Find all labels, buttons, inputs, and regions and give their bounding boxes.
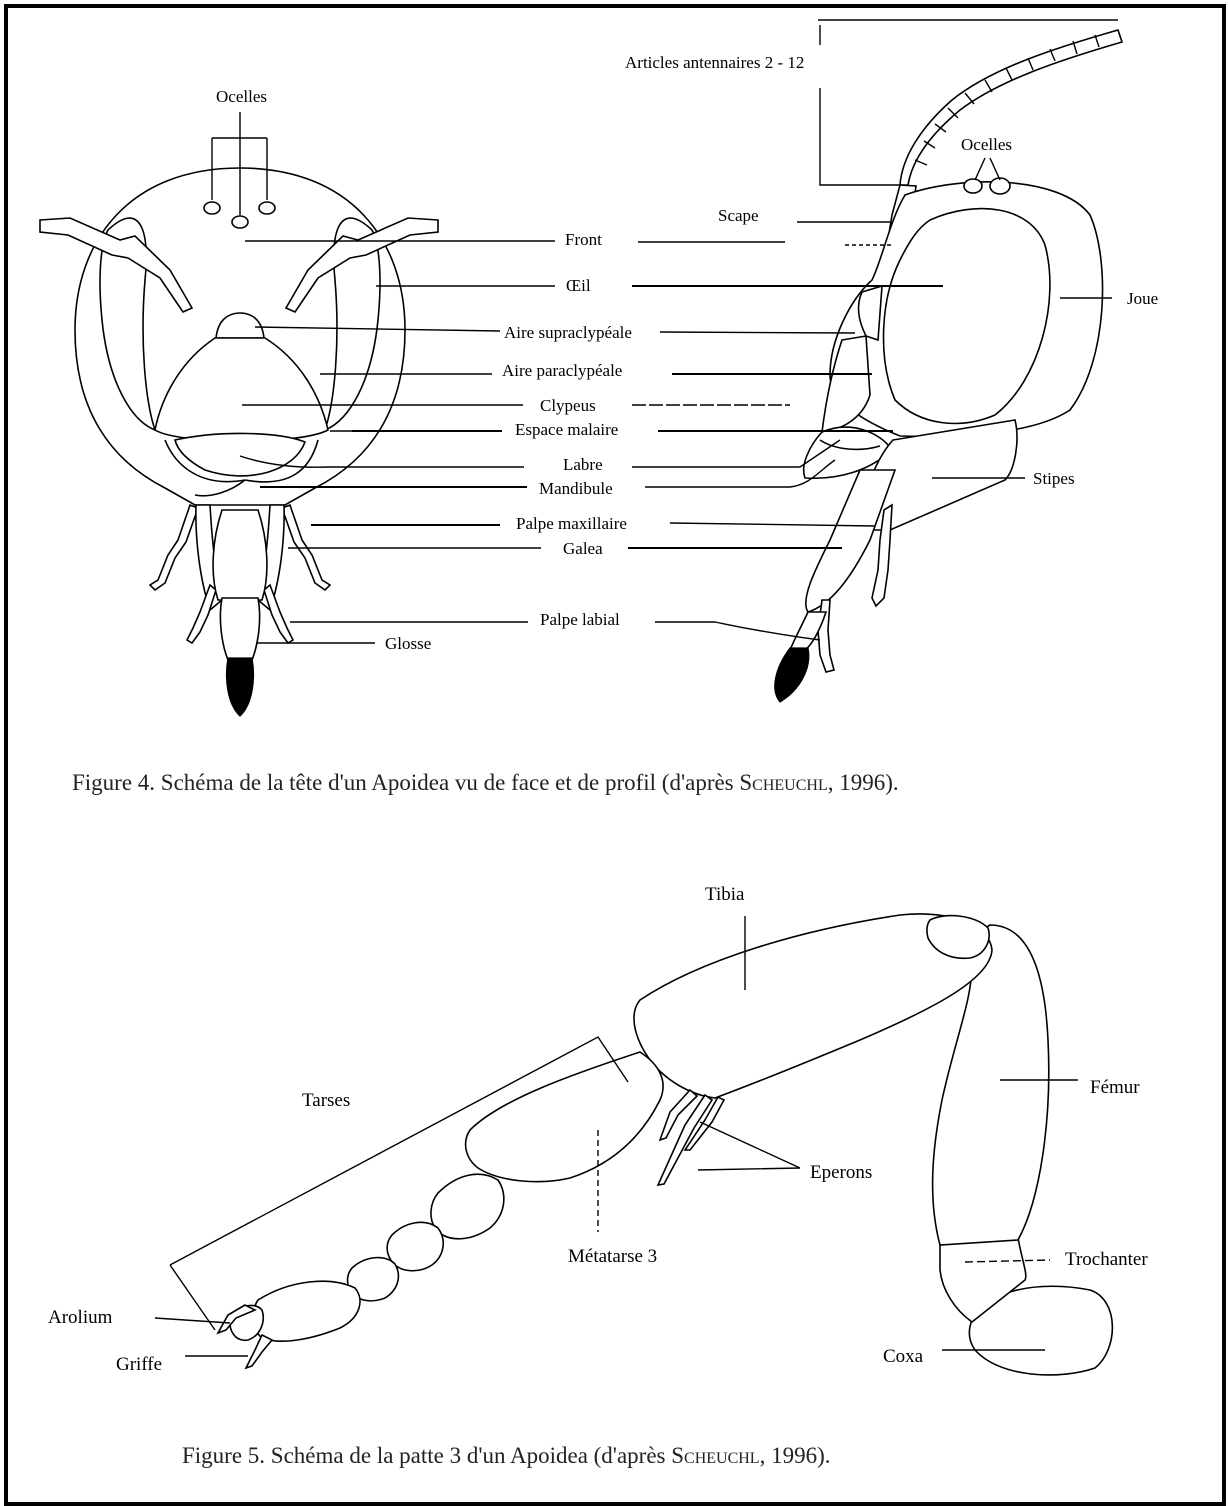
ocellus-left xyxy=(204,202,220,214)
maxillary-palp-left xyxy=(150,505,198,590)
label-ocelli-front: Ocelles xyxy=(216,87,267,106)
label-front: Front xyxy=(565,230,602,249)
caption-figure-5-tail: , 1996). xyxy=(760,1443,831,1468)
labial-palp-left xyxy=(187,585,216,643)
prementum xyxy=(213,510,267,600)
ocellus-profile-1 xyxy=(964,179,982,193)
label-mandible: Mandibule xyxy=(539,479,613,498)
head-profile-view xyxy=(775,30,1122,702)
glossa-tip-front xyxy=(227,658,254,716)
label-glossa: Glosse xyxy=(385,634,431,653)
label-spurs: Eperons xyxy=(810,1162,872,1183)
label-ocelli-profile: Ocelles xyxy=(961,135,1012,154)
label-coxa: Coxa xyxy=(883,1346,924,1367)
label-paraclypeal: Aire paraclypéale xyxy=(502,361,622,380)
label-tarsi: Tarses xyxy=(302,1090,350,1111)
label-scape: Scape xyxy=(718,206,759,225)
ocellus-middle xyxy=(232,216,248,228)
caption-figure-4-text: Figure 4. Schéma de la tête d'un Apoidea… xyxy=(72,770,739,795)
label-claw: Griffe xyxy=(116,1354,162,1375)
label-metatarsus: Métatarse 3 xyxy=(568,1246,657,1267)
label-maxillary-palp: Palpe maxillaire xyxy=(516,514,627,533)
label-eye: Œil xyxy=(566,276,591,295)
caption-figure-5-author: Scheuchl xyxy=(671,1443,759,1468)
label-galea: Galea xyxy=(563,539,603,558)
label-labrum: Labre xyxy=(563,455,603,474)
caption-figure-4-author: Scheuchl xyxy=(739,770,827,795)
label-trochanter: Trochanter xyxy=(1065,1249,1148,1270)
tarsomere-5 xyxy=(253,1281,360,1341)
caption-figure-4-tail: , 1996). xyxy=(828,770,899,795)
label-clypeus: Clypeus xyxy=(540,396,596,415)
labial-palp-profile xyxy=(818,600,834,672)
metatarsus xyxy=(466,1052,663,1182)
label-tibia: Tibia xyxy=(705,884,745,905)
label-cheek: Joue xyxy=(1127,289,1158,308)
caption-figure-5: Figure 5. Schéma de la patte 3 d'un Apoi… xyxy=(182,1443,831,1468)
glossa-front xyxy=(220,598,259,660)
label-malar: Espace malaire xyxy=(515,420,618,439)
ocellus-right xyxy=(259,202,275,214)
caption-figure-4: Figure 4. Schéma de la tête d'un Apoidea… xyxy=(72,770,899,795)
label-supraclypeal: Aire supraclypéale xyxy=(504,323,632,342)
label-stipes: Stipes xyxy=(1033,469,1075,488)
labial-palp-right xyxy=(264,585,293,643)
label-arolium: Arolium xyxy=(48,1307,113,1328)
label-femur: Fémur xyxy=(1090,1077,1140,1098)
label-labial-palp: Palpe labial xyxy=(540,610,620,629)
antennal-flagellum xyxy=(900,30,1122,185)
ocellus-profile-2 xyxy=(990,178,1010,194)
tarsomere-2 xyxy=(431,1174,504,1239)
label-antennal-articles: Articles antennaires 2 - 12 xyxy=(625,53,804,72)
leg-diagram xyxy=(218,914,1112,1375)
glossa-tip-profile xyxy=(775,648,809,702)
head-front-view xyxy=(40,168,438,716)
caption-figure-5-text: Figure 5. Schéma de la patte 3 d'un Apoi… xyxy=(182,1443,671,1468)
